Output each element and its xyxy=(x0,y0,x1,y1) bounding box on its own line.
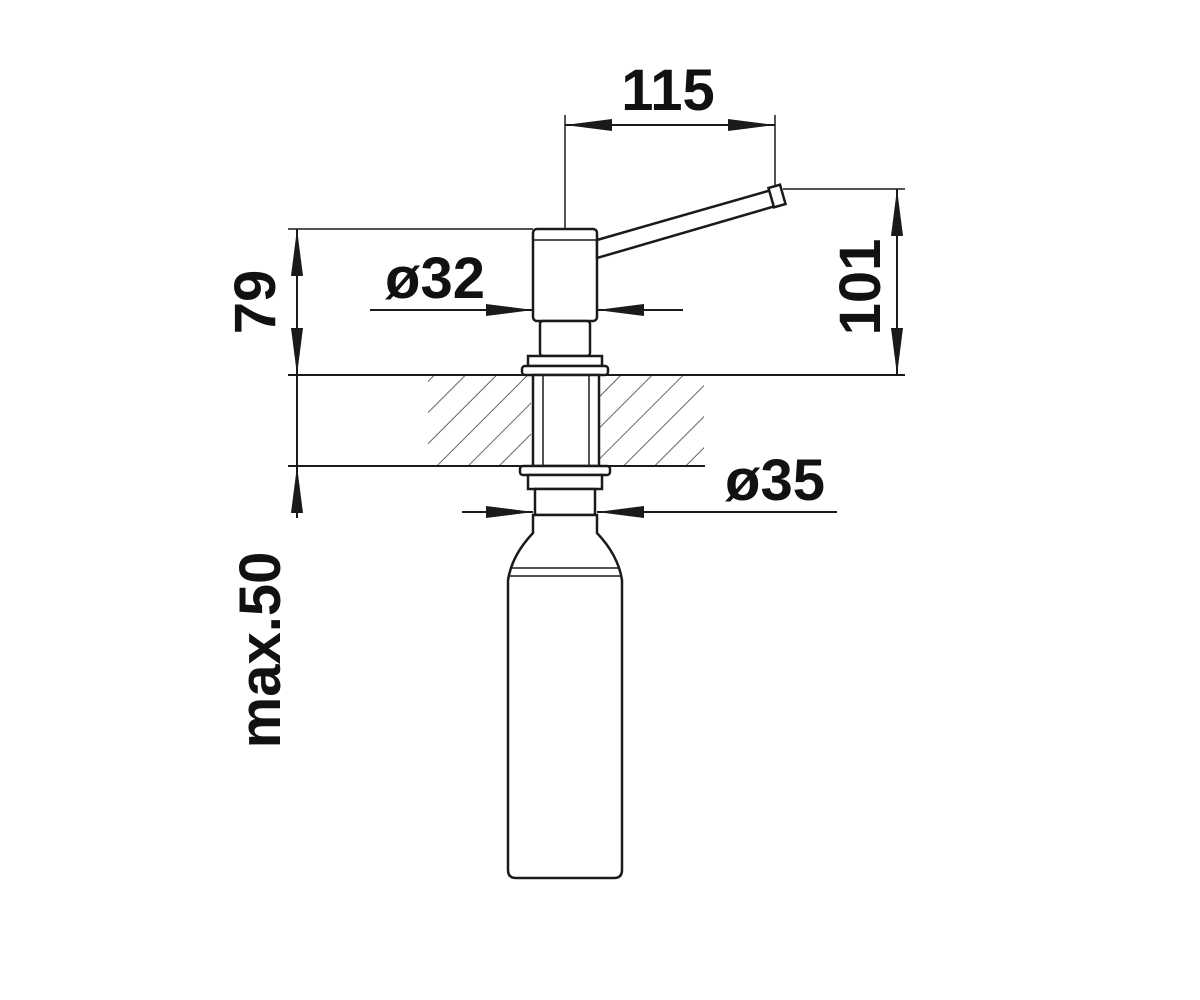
head-collar xyxy=(538,319,592,358)
countertop-hatch-left xyxy=(428,375,531,467)
pump-head xyxy=(531,227,599,323)
spout-tip xyxy=(766,183,788,209)
dimension-total-height: 101 xyxy=(783,188,905,375)
label-diameter-35: ø35 xyxy=(725,448,825,513)
label-115: 115 xyxy=(621,58,715,123)
top-flange xyxy=(526,354,604,368)
label-101: 101 xyxy=(828,239,893,336)
mounting-shank xyxy=(531,373,601,468)
dimension-hole-diameter: ø35 xyxy=(462,448,837,518)
label-diameter-32: ø32 xyxy=(385,246,485,311)
dimension-head-height: 79 xyxy=(223,228,533,375)
dimension-max-thickness: max.50 xyxy=(228,375,303,748)
countertop-hatch-right xyxy=(600,375,704,467)
dimension-spout-reach: 115 xyxy=(564,58,776,229)
label-79: 79 xyxy=(223,270,288,335)
dispenser xyxy=(506,183,788,880)
countertop-section xyxy=(288,374,905,467)
soap-bottle xyxy=(506,513,624,880)
label-max-50: max.50 xyxy=(228,552,293,749)
dimension-head-diameter: ø32 xyxy=(370,246,683,316)
lock-nut xyxy=(518,464,612,477)
spout xyxy=(595,187,781,260)
